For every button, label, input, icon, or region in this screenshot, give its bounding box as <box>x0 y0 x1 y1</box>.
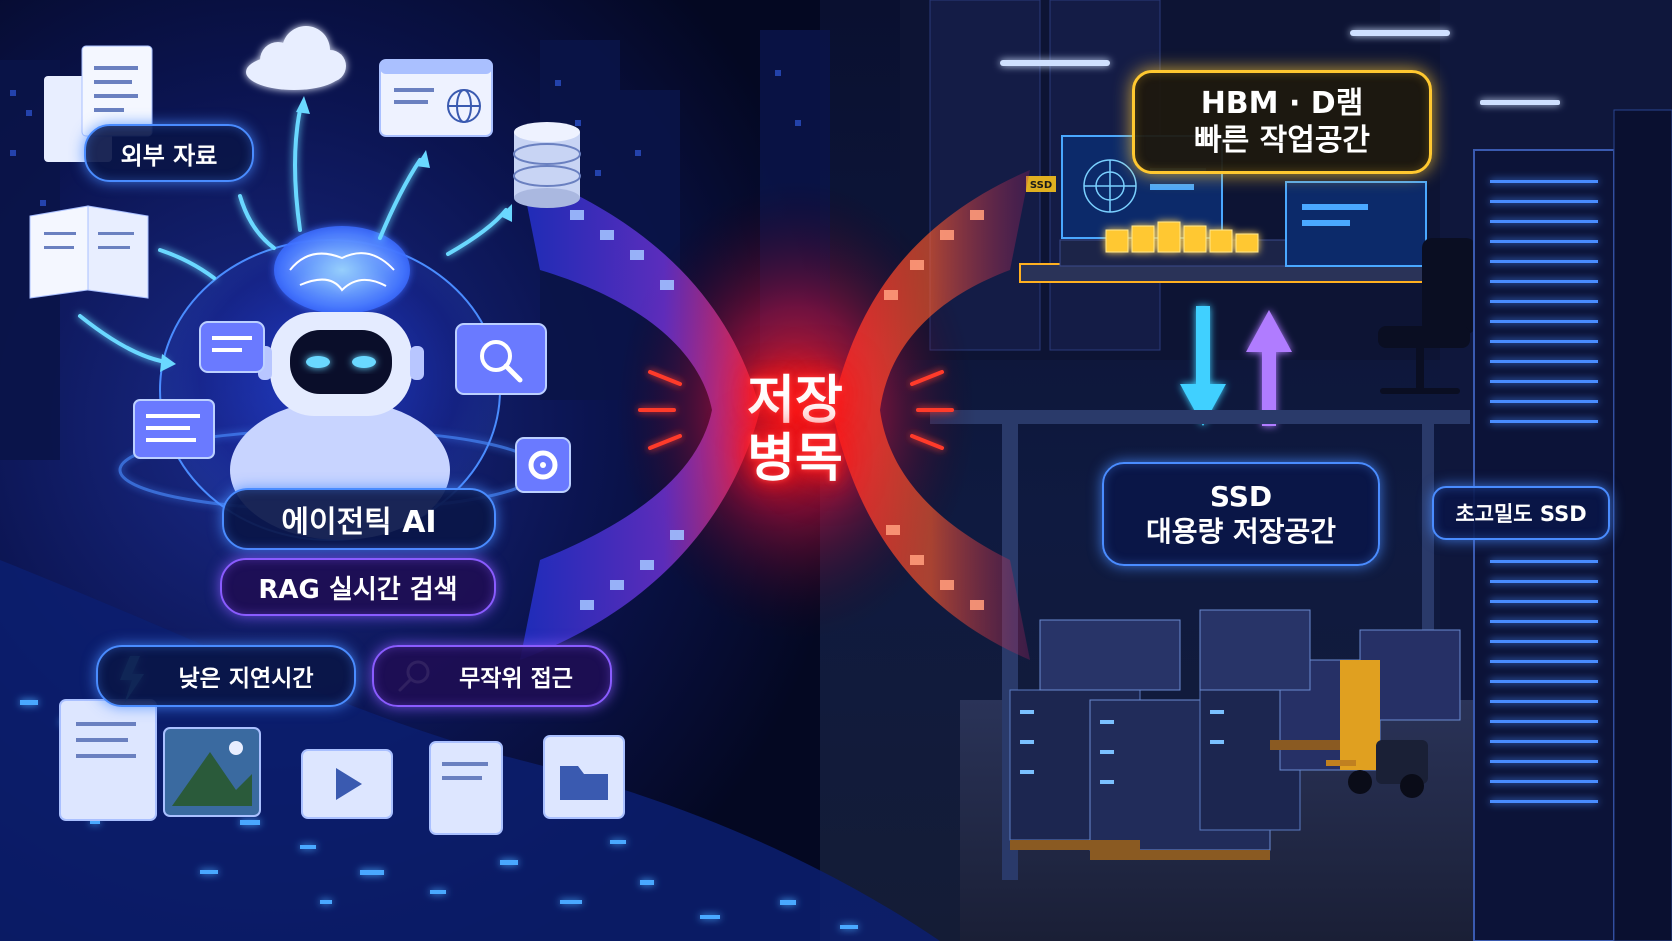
rag-search-label: RAG 실시간 검색 <box>220 558 496 616</box>
hbm-memory-blocks <box>1105 221 1259 253</box>
book-icon <box>29 205 149 299</box>
low-latency-label: 낮은 지연시간 <box>96 645 356 707</box>
forklift-icon <box>1326 660 1428 798</box>
warehouse-beam <box>930 410 1470 424</box>
window-lights <box>10 70 801 206</box>
document-card-2 <box>429 741 503 835</box>
rack-tag-label: SSD <box>1030 180 1052 191</box>
ssd-label: SSD 대용량 저장공간 <box>1102 462 1380 566</box>
bottleneck-line-1: 저장 <box>747 371 843 431</box>
ssd-title: SSD <box>1209 480 1273 513</box>
external-data-label: 외부 자료 <box>84 124 254 182</box>
tube-data-cells <box>570 210 684 610</box>
video-icon <box>301 749 393 819</box>
ssd-subtitle: 대용량 저장공간 <box>1145 515 1337 548</box>
file-card <box>59 699 157 821</box>
ssd-unit-lights <box>1020 710 1224 784</box>
brain-icon <box>274 226 410 314</box>
left-data-tube <box>520 170 760 660</box>
hbm-dram-label: HBM · D램 빠른 작업공간 <box>1132 70 1432 174</box>
high-density-ssd-label: 초고밀도 SSD <box>1432 486 1610 540</box>
gear-icon <box>515 437 571 493</box>
office-chair-icon <box>1378 238 1476 394</box>
impact-rays <box>638 370 954 450</box>
tube-data-cells-right <box>884 210 984 610</box>
arrow-down-icon <box>1180 306 1226 426</box>
hbm-title: HBM · D램 <box>1200 85 1364 121</box>
folder-icon <box>543 735 625 819</box>
arrow-up-icon <box>1246 310 1292 426</box>
storage-bottleneck-title: 저장 병목 <box>700 371 890 490</box>
flow-arrow-heads <box>160 96 512 372</box>
agentic-ai-text: 에이전틱 AI <box>281 505 437 540</box>
search-icon <box>455 323 547 395</box>
low-latency-text: 낮은 지연시간 <box>178 666 314 692</box>
ssd-pallet-stacks <box>1009 609 1461 851</box>
ceiling-lights <box>1000 30 1560 105</box>
pallets <box>1010 740 1370 860</box>
high-density-ssd-text: 초고밀도 SSD <box>1455 502 1587 526</box>
monitor-right <box>1285 181 1427 267</box>
bottleneck-line-2: 병목 <box>747 429 843 490</box>
agentic-ai-label: 에이전틱 AI <box>222 488 496 550</box>
cloud-icon <box>246 26 346 90</box>
database-icon <box>513 122 581 208</box>
hbm-subtitle: 빠른 작업공간 <box>1193 123 1371 158</box>
right-data-tube <box>832 170 1030 660</box>
high-density-ssd-tower <box>1473 109 1672 941</box>
external-data-text: 외부 자료 <box>120 141 218 170</box>
random-access-text: 무작위 접근 <box>459 666 573 692</box>
image-icon <box>163 727 261 817</box>
chat-icon <box>199 321 265 373</box>
web-page-icon <box>379 59 493 137</box>
document-card <box>133 399 215 459</box>
rag-search-text: RAG 실시간 검색 <box>258 574 458 605</box>
rack-tag <box>1026 176 1056 192</box>
random-access-label: 무작위 접근 <box>372 645 612 707</box>
